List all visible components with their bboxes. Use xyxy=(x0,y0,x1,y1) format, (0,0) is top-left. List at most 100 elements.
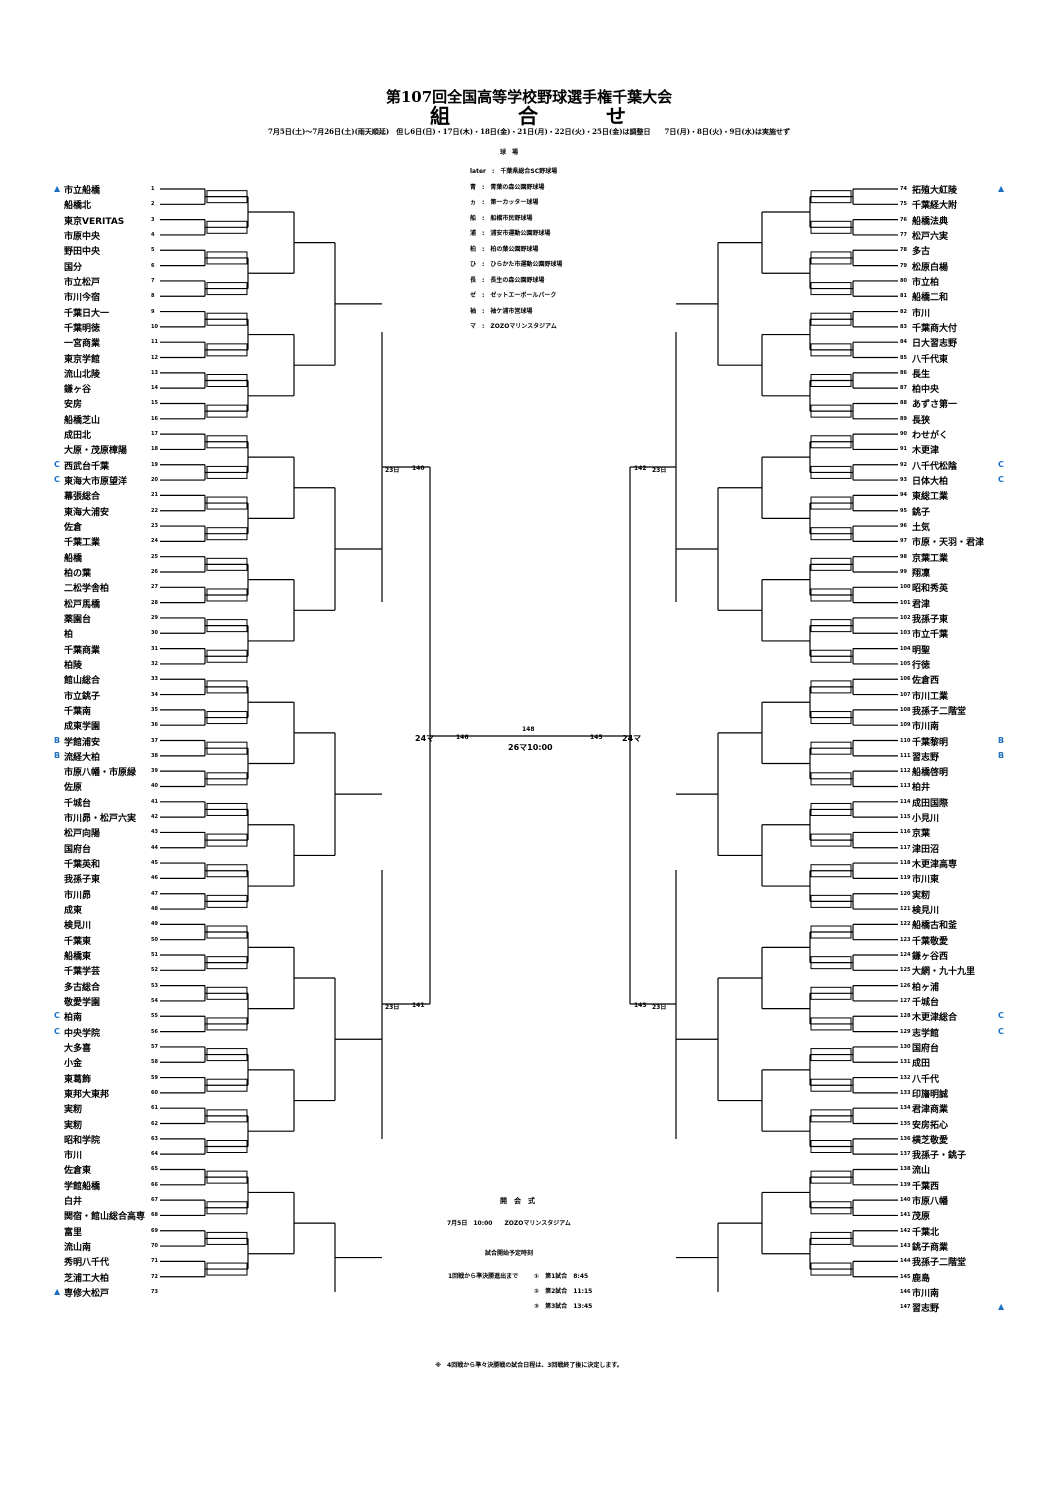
team-number: 123 xyxy=(900,936,911,943)
team-number: 139 xyxy=(900,1181,911,1188)
team-number: 29 xyxy=(151,614,158,621)
team-name: 我孫子東 xyxy=(64,875,101,886)
match-box xyxy=(810,1109,852,1123)
team-name: 市立船橋 xyxy=(64,186,101,196)
team-name: 茂原 xyxy=(912,1212,931,1223)
match-box xyxy=(206,251,248,265)
match-box xyxy=(206,496,248,510)
team-name: 幕張総合 xyxy=(64,492,101,503)
team-name: 市川工業 xyxy=(912,691,949,702)
team-number: 115 xyxy=(900,814,911,821)
team-name: 松戸馬橋 xyxy=(64,599,101,610)
match-box xyxy=(810,496,852,510)
team-name: 柏ヶ浦 xyxy=(912,982,940,993)
team-number: 31 xyxy=(151,645,158,652)
team-name: 船橋啓明 xyxy=(912,768,949,779)
team-number: 52 xyxy=(151,967,158,974)
match-box xyxy=(206,1048,248,1062)
team-name: 大多喜 xyxy=(64,1043,92,1054)
match-box xyxy=(206,557,248,571)
team-number: 48 xyxy=(151,906,158,913)
team-number: 86 xyxy=(900,369,907,376)
qf-top-right-number: 142 xyxy=(634,465,647,472)
team-number: 3 xyxy=(151,216,155,223)
team-name: 千葉英和 xyxy=(64,860,101,871)
team-name: あずさ第一 xyxy=(912,400,958,411)
team-name: 船橋古和釜 xyxy=(912,921,958,932)
team-name: 印旛明誠 xyxy=(912,1089,949,1100)
match-box xyxy=(206,894,248,908)
team-number: 98 xyxy=(900,553,907,560)
team-name: 松原白楊 xyxy=(912,262,949,273)
team-number: 125 xyxy=(900,967,911,974)
match-box xyxy=(810,1231,852,1245)
team-number: 144 xyxy=(900,1258,911,1265)
semi-right-number: 145 xyxy=(590,734,603,741)
match-box xyxy=(206,190,248,204)
team-name: 敬愛学園 xyxy=(64,997,101,1008)
team-name: 秀明八千代 xyxy=(64,1258,110,1269)
match-box xyxy=(810,680,852,694)
team-number: 1 xyxy=(151,186,155,192)
team-name: 富里 xyxy=(64,1227,83,1238)
team-number: 59 xyxy=(151,1074,158,1081)
team-number: 17 xyxy=(151,431,158,438)
team-name: 横芝敬愛 xyxy=(912,1135,949,1146)
team-name: 八千代東 xyxy=(912,354,949,365)
team-name: 市川東 xyxy=(912,875,940,886)
team-number: 46 xyxy=(151,875,158,882)
qf-top-left-date: 23日 xyxy=(385,467,400,474)
venue-item: ヵ : 第一カッター球場 xyxy=(470,199,539,206)
team-name: 千葉明徳 xyxy=(64,323,101,334)
team-name: 東総工業 xyxy=(912,492,949,503)
match-box xyxy=(810,1017,852,1031)
team-name: 千葉南 xyxy=(64,706,92,717)
ceremony-rule: 1回戦から準決勝進出まで xyxy=(448,1273,519,1280)
match-box xyxy=(810,894,852,908)
team-number: 121 xyxy=(900,906,911,913)
team-name: 船橋芝山 xyxy=(64,415,101,426)
team-number: 15 xyxy=(151,400,158,407)
team-number: 60 xyxy=(151,1089,158,1096)
team-name: 市原八幡 xyxy=(912,1197,949,1208)
match-box xyxy=(810,282,852,296)
team-name: 市原中央 xyxy=(64,231,101,242)
team-name: 船橋 xyxy=(64,553,83,564)
match-box xyxy=(810,343,852,357)
match-box xyxy=(206,1201,248,1215)
team-number: 128 xyxy=(900,1013,911,1020)
team-name: 鹿島 xyxy=(912,1273,931,1284)
team-name: 流山 xyxy=(912,1166,931,1177)
match-box xyxy=(810,1048,852,1062)
match-box xyxy=(810,864,852,878)
team-name: 実籾 xyxy=(64,1105,83,1116)
match-box xyxy=(206,465,248,479)
team-number: 45 xyxy=(151,860,158,867)
team-number: 146 xyxy=(900,1289,911,1296)
venue-item: ゼ : ゼットエーボールパーク xyxy=(470,292,557,299)
team-name: 成田 xyxy=(912,1059,931,1070)
match-box xyxy=(810,772,852,786)
seed-mark: ▲ xyxy=(998,1302,1005,1312)
team-name: 小見川 xyxy=(912,814,940,825)
team-name: 昭和秀英 xyxy=(912,584,949,595)
team-number: 75 xyxy=(900,201,907,208)
team-name: 市原八幡・市原緑 xyxy=(64,768,137,779)
venue-item: 長 : 長生の森公園野球場 xyxy=(470,276,545,284)
venue-item: later : 千葉県総合SC野球場 xyxy=(470,168,558,175)
team-name: 国分 xyxy=(64,262,83,273)
match-box xyxy=(810,220,852,234)
team-number: 70 xyxy=(151,1243,158,1250)
venue-item: 柏 : 柏の葉公園野球場 xyxy=(470,245,539,253)
team-number: 116 xyxy=(900,829,911,836)
footnote: ※ 4回戦から準々決勝戦の試合日程は、3回戦終了後に決定します。 xyxy=(435,1362,623,1369)
team-name: 千葉経大附 xyxy=(912,201,958,212)
team-number: 41 xyxy=(151,798,158,805)
start-time-2: ② 第2試合 11:15 xyxy=(534,1288,593,1295)
team-number: 82 xyxy=(900,308,907,315)
ceremony-line: 7月5日 10:00 ZOZOマリンスタジアム xyxy=(447,1220,571,1227)
team-name: 日体大柏 xyxy=(912,477,949,488)
seed-mark: C xyxy=(54,1026,60,1036)
venue-item: マ : ZOZOマリンスタジアム xyxy=(470,323,557,330)
team-number: 63 xyxy=(151,1135,158,1142)
